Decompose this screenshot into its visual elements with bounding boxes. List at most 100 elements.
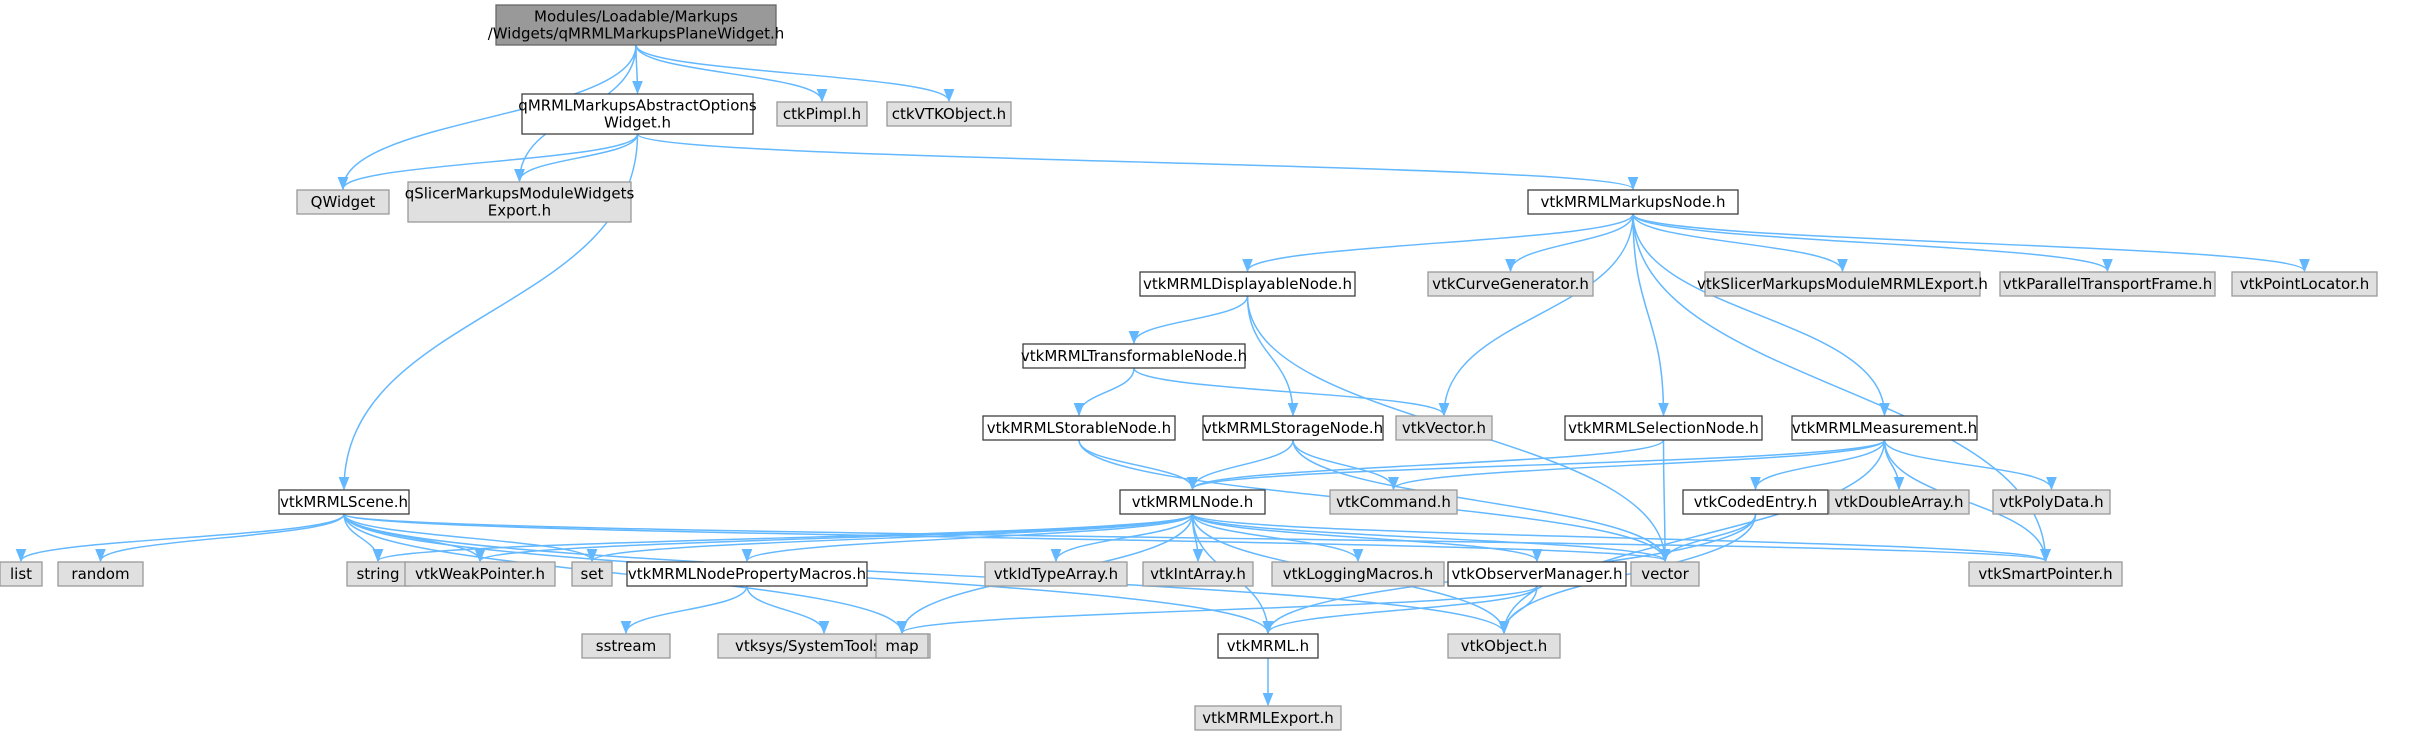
node-mrml-node[interactable]: vtkMRMLNode.h [1119,489,1266,515]
node-label: vtkMRMLStorableNode.h [987,419,1171,437]
node-label: sstream [596,637,656,655]
node-mrml-export: vtkMRMLExport.h [1194,705,1342,731]
node-selection[interactable]: vtkMRMLSelectionNode.h [1564,415,1763,441]
edge-markups-node-to-displayable [1242,213,1634,273]
node-label: ctkPimpl.h [783,105,861,123]
node-label: vtkIdTypeArray.h [994,565,1118,583]
edge-measurement-to-vtk-object [1498,439,1886,635]
edge-abstract-options-to-markups-node [636,133,1638,191]
node-label: map [885,637,918,655]
edge-markups-node-to-measurement [1632,213,1890,417]
node-label: vtksys/SystemTools.hxx [735,637,913,655]
node-label: vtkMRMLTransformableNode.h [1021,347,1247,365]
node-map: map [875,633,929,659]
edge-measurement-to-poly-data [1883,439,2057,491]
node-point-locator: vtkPointLocator.h [2231,271,2378,297]
node-displayable[interactable]: vtkMRMLDisplayableNode.h [1139,271,1356,297]
node-label: vtkCurveGenerator.h [1432,275,1589,293]
node-parallel: vtkParallelTransportFrame.h [1999,271,2216,297]
edge-scene-to-list [15,513,345,563]
node-transformable[interactable]: vtkMRMLTransformableNode.h [1021,343,1247,369]
node-vtk-object: vtkObject.h [1447,633,1561,659]
node-label: vtkWeakPointer.h [415,565,545,583]
node-label: QWidget [311,193,376,211]
node-label: vtkDoubleArray.h [1834,493,1963,511]
edge-abstract-options-to-q-slicer-export [514,133,639,183]
node-ctk-pimpl: ctkPimpl.h [776,101,868,127]
node-double-array: vtkDoubleArray.h [1828,489,1970,515]
edge-mrml-node-to-string [373,513,1194,563]
edge-measurement-to-double-array [1883,439,1905,491]
node-label: vtkMRMLNodePropertyMacros.h [628,565,866,583]
node-vtk-mrml[interactable]: vtkMRML.h [1217,633,1319,659]
node-label: ctkVTKObject.h [892,105,1006,123]
node-smart-pointer: vtkSmartPointer.h [1968,561,2123,587]
edge-transformable-to-vtk-vector [1133,367,1450,417]
node-poly-data: vtkPolyData.h [1992,489,2111,515]
edge-mrml-node-to-set [586,513,1194,563]
node-int-array: vtkIntArray.h [1142,561,1254,587]
edge-storable-to-mrml-node [1078,439,1198,491]
node-vtk-vector: vtkVector.h [1395,415,1493,441]
edge-abstract-options-to-qwidget [337,133,639,191]
edge-mrml-node-to-logging-macros [1191,513,1364,563]
node-root[interactable]: Modules/Loadable/Markups/Widgets/qMRMLMa… [488,4,785,46]
edge-displayable-to-transformable [1128,295,1249,345]
node-vector: vector [1630,561,1700,587]
node-label: vtkMRMLScene.h [280,493,408,511]
node-coded-entry[interactable]: vtkCodedEntry.h [1682,489,1829,515]
edge-root-to-ctk-pimpl [635,44,828,103]
edge-measurement-to-mrml-node [1187,439,1886,491]
node-markups-node[interactable]: vtkMRMLMarkupsNode.h [1527,189,1739,215]
edge-mrml-node-to-observer-manager [1191,513,1543,563]
node-logging-macros: vtkLoggingMacros.h [1271,561,1445,587]
edge-property-macros-to-system-tools [746,585,830,635]
node-label: list [10,565,32,583]
node-label: vtkObserverManager.h [1452,565,1623,583]
edge-layer [15,44,2310,707]
node-observer-manager[interactable]: vtkObserverManager.h [1447,561,1627,587]
node-label: vtkMRMLNode.h [1132,493,1254,511]
node-layer: Modules/Loadable/Markups/Widgets/qMRMLMa… [0,4,2378,731]
edge-markups-node-to-vtk-vector [1438,213,1634,417]
edge-mrml-node-to-vector [1191,513,1671,563]
edge-measurement-to-vtk-command [1388,439,1886,491]
node-measurement[interactable]: vtkMRMLMeasurement.h [1791,415,1978,441]
node-label: vtkVector.h [1402,419,1486,437]
node-qwidget: QWidget [296,189,390,215]
node-label: vtkIntArray.h [1150,565,1246,583]
node-sstream: sstream [581,633,671,659]
node-label: vtkSmartPointer.h [1978,565,2112,583]
edge-displayable-to-storage [1246,295,1299,417]
node-label: vtkMRMLSelectionNode.h [1568,419,1759,437]
node-string: string [346,561,410,587]
node-label: vector [1641,565,1689,583]
node-label: vtkMRMLMeasurement.h [1792,419,1977,437]
edge-observer-manager-to-vtk-mrml [1262,585,1538,635]
edge-mrml-node-to-smart-pointer [1191,513,2051,563]
node-label: vtkMRMLExport.h [1202,709,1333,727]
edge-selection-to-vector [1659,439,1671,563]
node-scene[interactable]: vtkMRMLScene.h [278,489,410,515]
edge-markups-node-to-selection [1632,213,1669,417]
node-storage[interactable]: vtkMRMLStorageNode.h [1202,415,1384,441]
node-label: vtkMRMLDisplayableNode.h [1143,275,1352,293]
node-ctk-vtkobject: ctkVTKObject.h [886,101,1012,127]
edge-mrml-node-to-property-macros [741,513,1194,563]
node-label: Modules/Loadable/Markups/Widgets/qMRMLMa… [488,8,785,43]
node-label: vtkMRML.h [1227,637,1309,655]
node-storable[interactable]: vtkMRMLStorableNode.h [982,415,1176,441]
node-label: vtkObject.h [1461,637,1548,655]
edge-mrml-node-to-weak-pointer [474,513,1194,563]
node-property-macros[interactable]: vtkMRMLNodePropertyMacros.h [626,561,868,587]
edge-observer-manager-to-map [896,585,1538,635]
node-label: vtkPointLocator.h [2240,275,2370,293]
edge-property-macros-to-sstream [620,585,748,635]
edge-scene-to-vector [343,513,1670,563]
edge-root-to-ctk-vtkobject [635,44,955,103]
